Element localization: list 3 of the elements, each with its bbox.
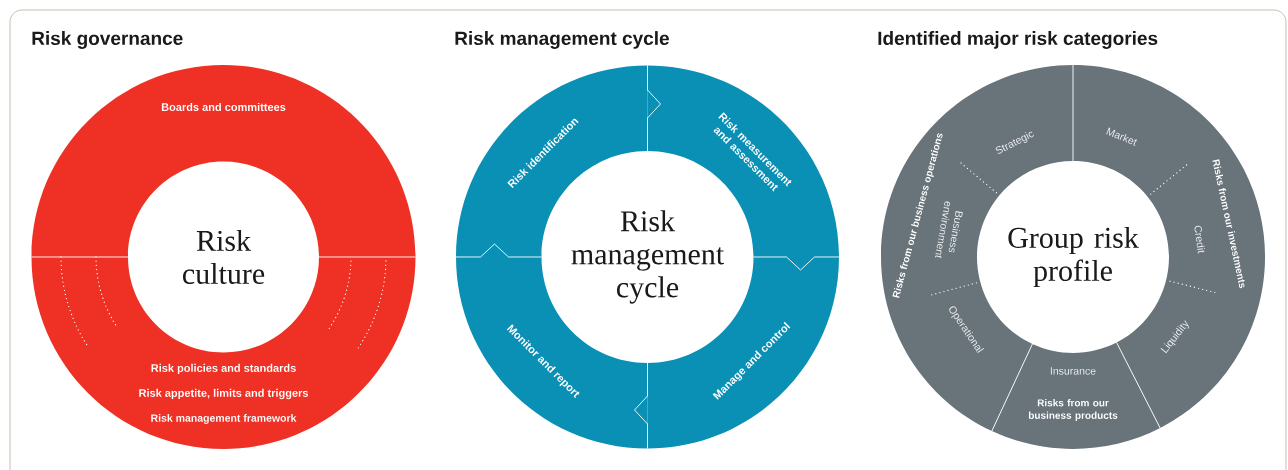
panel-heading: Identified major risk categories [878,31,1158,49]
panel-heading: Risk management cycle [455,31,669,49]
ring-segment: Insurance Risks from our business products [991,342,1161,449]
